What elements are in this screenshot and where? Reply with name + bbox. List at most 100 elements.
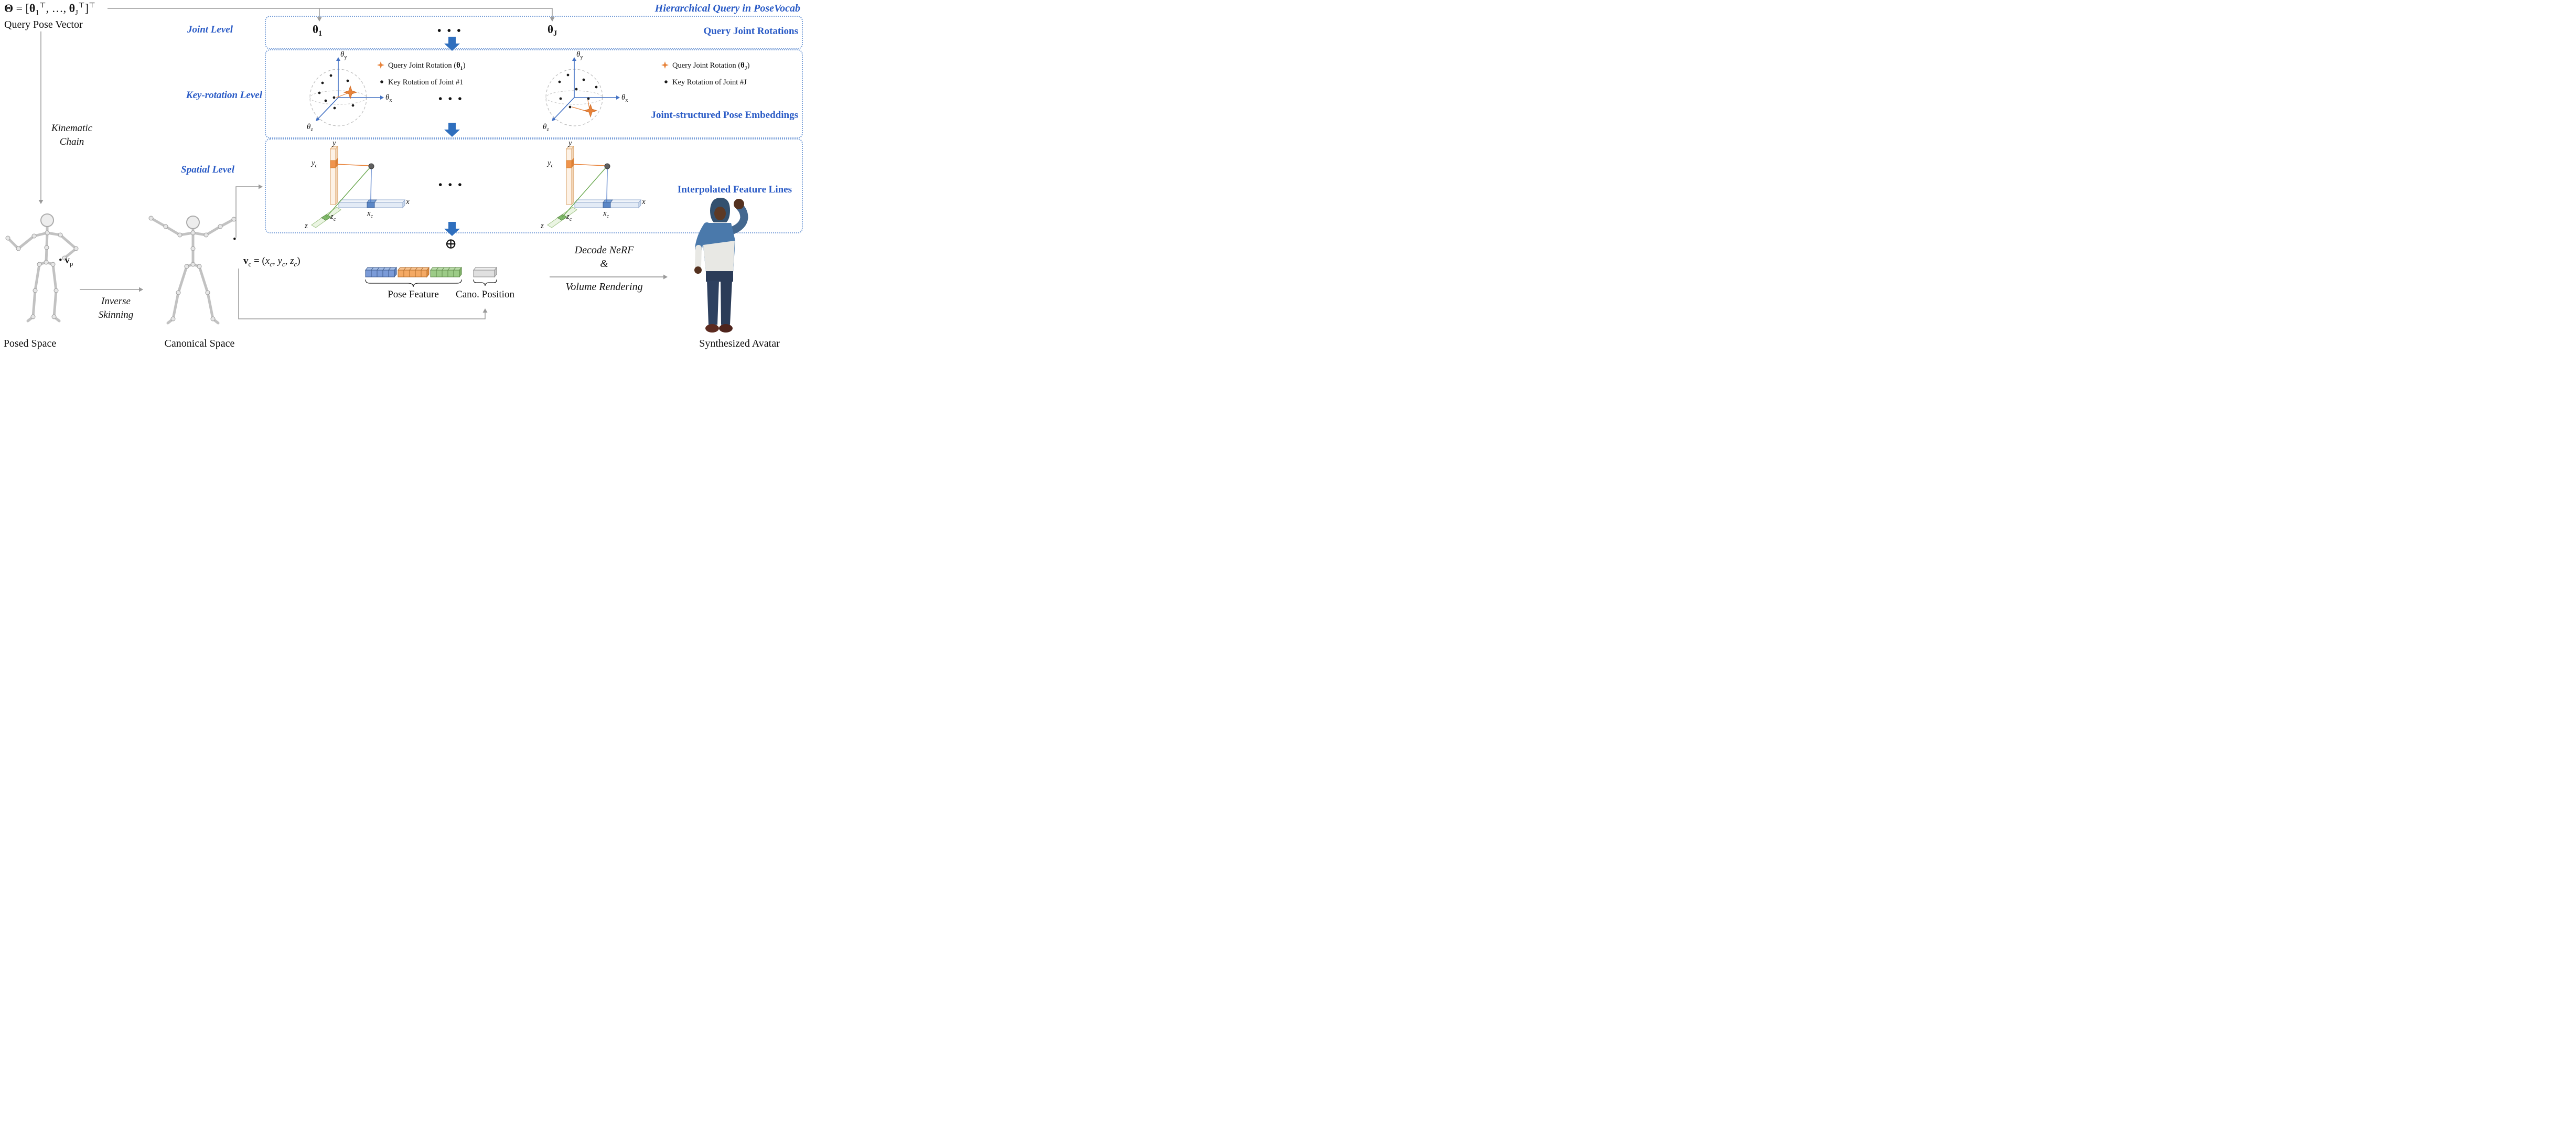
connector-layer: [38, 8, 668, 319]
yc-feature-sample-side: [572, 158, 574, 168]
key-rotation-dots: [318, 74, 355, 110]
legend-key-rotation-J: Key Rotation of Joint #J: [672, 78, 747, 87]
vc-label: vc = (xc, yc, zc): [243, 255, 300, 268]
zc-label-1: zc: [330, 212, 336, 222]
zc-link-line: [326, 167, 370, 218]
block-arrow-keyrotation-to-spatial: [444, 123, 460, 137]
x-axis-label-1: x: [406, 198, 410, 206]
decode-nerf-label: Decode NeRF: [574, 244, 634, 256]
y-feature-line: [566, 148, 572, 205]
posed-joints: [5, 230, 79, 319]
avatar-right-shoe: [719, 324, 733, 333]
kinematic-chain-line2: Chain: [59, 136, 84, 147]
x-feature-line-side: [402, 199, 405, 209]
interpolation-line: [336, 92, 349, 98]
xc-feature-sample: [603, 202, 611, 208]
zc-feature-sample: [557, 214, 567, 221]
zc-link-line: [562, 167, 606, 218]
xc-feature-sample-top: [602, 199, 614, 203]
oplus-symbol: ⊕: [445, 236, 457, 252]
xc-feature-sample: [367, 202, 375, 208]
vp-label: • vp: [59, 255, 73, 267]
yc-feature-sample: [330, 160, 336, 168]
feature-lines-plot-J: [547, 145, 642, 228]
pose-embeddings-label: Joint-structured Pose Embeddings: [651, 110, 798, 121]
canonical-skeleton: [148, 216, 237, 325]
posed-bones: [6, 225, 78, 323]
spatial-level-label: Spatial Level: [181, 164, 234, 175]
theta-z-axis: [316, 97, 339, 121]
y-axis-label-1: y: [332, 139, 336, 147]
theta-x-label-J: θx: [621, 93, 628, 103]
canonical-space-label: Canonical Space: [164, 338, 235, 349]
yc-link-line: [335, 164, 370, 166]
xc-feature-sample-top: [366, 199, 378, 203]
key-rotation-ellipsis: • • •: [438, 92, 464, 105]
y-feature-line-side: [571, 145, 574, 206]
joint-level-box: [265, 16, 803, 49]
legend-star-icon-J: [661, 61, 669, 69]
theta-z-axis: [552, 97, 575, 121]
yc-label-1: yc: [312, 159, 318, 169]
yc-feature-sample-side: [336, 158, 338, 168]
key-rotation-level-box: [265, 49, 803, 138]
legend-query-rotation-1: Query Joint Rotation (θ1): [388, 61, 466, 71]
posed-space-label: Posed Space: [3, 338, 57, 349]
joint-level-label: Joint Level: [187, 24, 233, 35]
zc-label-J: zc: [566, 212, 572, 222]
query-point-dot: [604, 163, 610, 169]
volume-rendering-label: Volume Rendering: [565, 281, 643, 293]
yc-link-line: [571, 164, 606, 166]
avatar-torso-lower: [703, 241, 735, 272]
avatar-left-shoe: [705, 324, 719, 333]
legend-key-rotation-1: Key Rotation of Joint #1: [388, 78, 464, 87]
theta-y-label-J: θy: [576, 50, 583, 60]
spatial-level-box: [265, 138, 803, 233]
theta-x-label-1: θx: [385, 93, 392, 103]
canonical-head: [186, 216, 200, 229]
xc-label-J: xc: [603, 209, 609, 219]
legend-query-rotation-J: Query Joint Rotation (θJ): [672, 61, 750, 71]
rotation-sphere-plot-J: [545, 57, 620, 126]
pose-vector-formula: Θ = [θ1⊤, …, θJ⊤]⊤: [4, 1, 95, 17]
kinematic-chain-line1: Kinematic: [51, 123, 93, 134]
canonical-joints: [148, 216, 237, 321]
key-rotation-dots: [558, 73, 598, 109]
query-joint-rotations-label: Query Joint Rotations: [703, 26, 799, 37]
y-feature-line: [330, 148, 336, 205]
pose-feature-label: Pose Feature: [388, 289, 439, 300]
avatar-left-leg: [707, 281, 719, 325]
cano-position-brace: [473, 279, 497, 286]
joint-level-ellipsis: • • •: [437, 24, 463, 37]
inverse-skinning-line2: Skinning: [98, 309, 134, 320]
avatar-left-arm-lower: [695, 245, 702, 269]
avatar-raised-arm: [726, 203, 748, 235]
synthesized-avatar-image: [694, 198, 748, 333]
z-axis-label-1: z: [305, 222, 308, 230]
key-rotation-level-label: Key-rotation Level: [186, 90, 262, 101]
interpolated-feature-lines-label: Interpolated Feature Lines: [677, 184, 792, 195]
avatar-left-hand: [694, 266, 702, 274]
y-axis-label-J: y: [568, 139, 572, 147]
figure-canvas: Θ = [θ1⊤, …, θJ⊤]⊤ Query Pose Vector Hie…: [0, 0, 806, 355]
yc-label-J: yc: [548, 159, 554, 169]
pose-feature-cubes-orange: [397, 266, 430, 278]
avatar-fist: [734, 199, 744, 209]
pose-vector-label: Query Pose Vector: [4, 19, 83, 30]
block-arrow-joint-to-keyrotation: [444, 37, 460, 51]
avatar-face: [714, 207, 726, 220]
query-rotation-star-icon: [583, 103, 598, 118]
block-arrow-spatial-to-fusion: [444, 222, 460, 236]
pose-feature-brace: [365, 279, 462, 287]
posed-head: [40, 213, 54, 227]
interpolation-line: [587, 100, 590, 110]
cano-position-label: Cano. Position: [456, 289, 514, 300]
feature-vector-cubes: [364, 266, 498, 287]
zc-feature-sample: [321, 214, 331, 221]
theta-y-label-1: θy: [340, 50, 347, 60]
query-to-thetaJ-arrow: [108, 8, 555, 22]
inverse-skinning-line1: Inverse: [101, 296, 131, 307]
legend-dot-icon-J: [664, 80, 668, 83]
pose-feature-cubes-blue: [364, 266, 398, 278]
rotation-sphere-plot-1: [309, 57, 384, 126]
